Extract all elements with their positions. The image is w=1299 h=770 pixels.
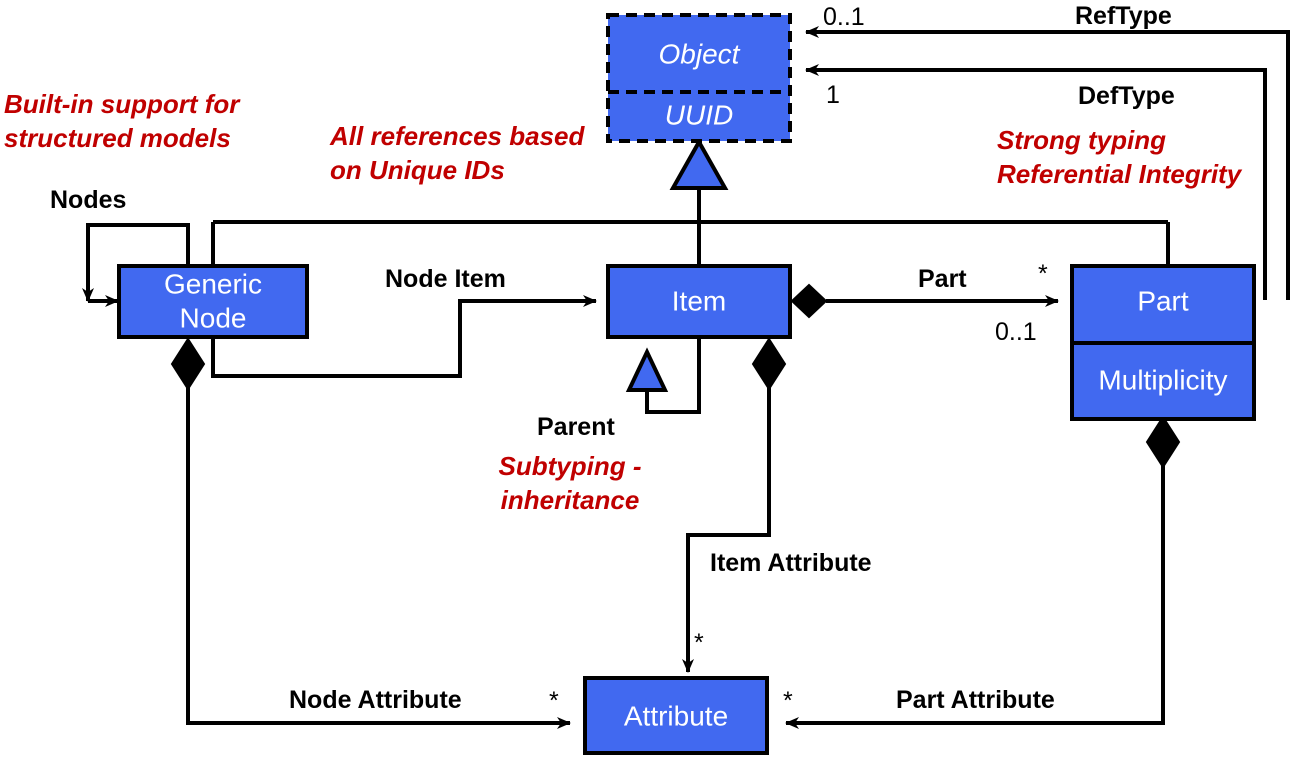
class-name-generic-node-line2: Node bbox=[180, 302, 247, 333]
label-item-attribute: Item Attribute bbox=[710, 549, 872, 577]
label-nodes: Nodes bbox=[50, 186, 127, 214]
association-part-attribute bbox=[785, 415, 1181, 729]
generalization-to-object bbox=[211, 137, 1170, 268]
association-part bbox=[790, 283, 1059, 319]
class-box-generic-node[interactable]: Generic Node bbox=[117, 264, 309, 339]
class-box-attribute[interactable]: Attribute bbox=[583, 676, 769, 755]
multiplicity-reftype: 0..1 bbox=[823, 3, 865, 31]
class-name-generic-node-line1: Generic bbox=[164, 268, 262, 299]
class-attribute-uuid: UUID bbox=[665, 99, 733, 130]
annotation-built-in-support-line2: structured models bbox=[4, 122, 231, 153]
annotation-subtyping: Subtyping - inheritance bbox=[493, 450, 647, 518]
class-box-object[interactable]: Object UUID bbox=[606, 13, 792, 143]
association-node-attribute bbox=[170, 337, 571, 729]
multiplicity-item-attribute: * bbox=[694, 629, 704, 657]
label-reftype: RefType bbox=[1075, 2, 1172, 30]
inheritance-triangle-object bbox=[669, 137, 729, 190]
label-part: Part bbox=[918, 265, 967, 293]
multiplicity-part-attribute: * bbox=[783, 687, 793, 715]
inheritance-triangle-parent bbox=[625, 347, 669, 392]
annotation-built-in-support-line1: Built-in support for bbox=[4, 89, 240, 119]
multiplicity-node-attribute: * bbox=[549, 687, 559, 715]
composition-diamond-item-part bbox=[790, 283, 828, 319]
association-reftype bbox=[805, 26, 1290, 300]
composition-diamond-part-attribute bbox=[1145, 415, 1181, 469]
annotation-strong-typing-line1: Strong typing bbox=[997, 125, 1166, 155]
class-box-item[interactable]: Item bbox=[606, 264, 792, 339]
annotation-subtyping-line2: inheritance bbox=[500, 484, 640, 515]
annotation-strong-typing-line2: Referential Integrity bbox=[997, 158, 1242, 189]
multiplicity-deftype: 1 bbox=[826, 81, 840, 109]
association-deftype bbox=[805, 64, 1267, 300]
annotation-built-in-support: Built-in support for structured models bbox=[4, 88, 239, 156]
class-name-item: Item bbox=[672, 285, 726, 316]
label-node-attribute: Node Attribute bbox=[289, 686, 462, 714]
label-part-attribute: Part Attribute bbox=[896, 686, 1055, 714]
label-deftype: DefType bbox=[1078, 82, 1175, 110]
class-name-object: Object bbox=[659, 38, 741, 69]
label-node-item: Node Item bbox=[385, 265, 506, 293]
class-attribute-multiplicity: Multiplicity bbox=[1098, 364, 1227, 395]
class-name-part: Part bbox=[1137, 285, 1189, 316]
multiplicity-part-zero-one: 0..1 bbox=[995, 318, 1037, 346]
annotation-all-references-line2: on Unique IDs bbox=[330, 154, 505, 185]
association-parent bbox=[625, 337, 701, 414]
multiplicity-part-star: * bbox=[1038, 260, 1048, 288]
composition-diamond-node-attribute bbox=[170, 337, 206, 391]
composition-diamond-item-attribute bbox=[751, 337, 787, 391]
association-node-item bbox=[211, 295, 597, 378]
annotation-strong-typing: Strong typing Referential Integrity bbox=[997, 124, 1241, 192]
association-nodes bbox=[82, 223, 190, 307]
class-name-attribute: Attribute bbox=[624, 700, 728, 731]
annotation-all-references-line1: All references based bbox=[330, 121, 585, 151]
association-item-attribute bbox=[682, 337, 787, 673]
label-parent: Parent bbox=[537, 413, 615, 441]
class-box-part[interactable]: Part Multiplicity bbox=[1070, 264, 1256, 421]
annotation-subtyping-line1: Subtyping - bbox=[498, 451, 642, 481]
annotation-all-references: All references based on Unique IDs bbox=[330, 120, 584, 188]
